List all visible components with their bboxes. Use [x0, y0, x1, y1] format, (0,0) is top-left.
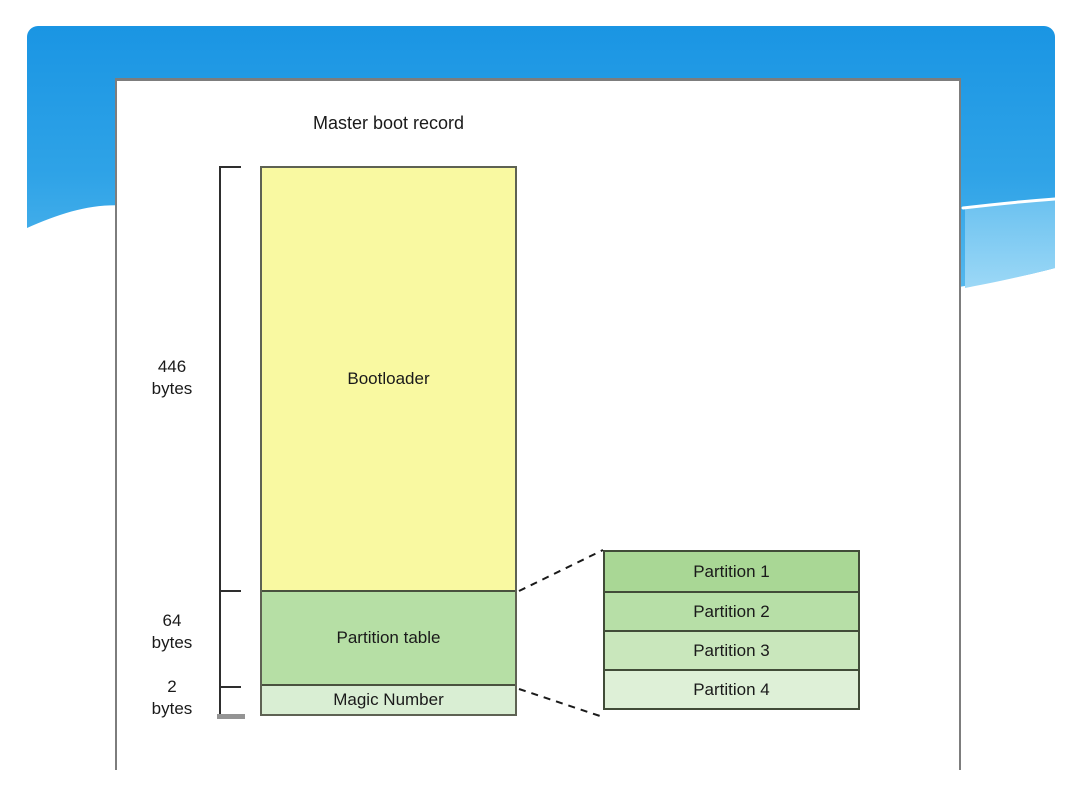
partition-row-label: Partition 3 [693, 640, 770, 660]
partition-row-label: Partition 2 [693, 601, 770, 621]
partition-table-detail: Partition 1 Partition 2 Partition 3 Part… [603, 550, 860, 710]
bracket-tick-magic-number [219, 686, 241, 688]
slide: Master boot record 446 bytes 64 bytes 2 … [27, 26, 1055, 810]
partition-row-label: Partition 4 [693, 679, 770, 699]
diagram-title: Master boot record [312, 113, 465, 133]
bracket-end-mark [217, 714, 245, 719]
segment-label: Bootloader [347, 369, 430, 388]
bracket-tick-top [219, 166, 241, 168]
size-label-bootloader: 446 bytes [122, 356, 222, 400]
header-light-wedge [965, 198, 1055, 288]
segment-magic-number: Magic Number [262, 684, 515, 714]
partition-row: Partition 4 [605, 669, 858, 708]
segment-label: Magic Number [333, 690, 444, 709]
partition-row: Partition 3 [605, 630, 858, 669]
partition-row-label: Partition 1 [693, 561, 770, 581]
size-unit: bytes [151, 633, 193, 652]
size-value: 446 [157, 357, 187, 376]
segment-bootloader: Bootloader [262, 168, 515, 590]
segment-partition-table: Partition table [262, 590, 515, 684]
bracket-tick-partition-table [219, 590, 241, 592]
partition-row: Partition 1 [605, 552, 858, 591]
header-white-arc-line [961, 197, 1055, 210]
size-unit: bytes [151, 699, 193, 718]
size-label-magic-number: 2 bytes [122, 676, 222, 720]
segment-label: Partition table [336, 628, 441, 647]
size-value: 64 [162, 611, 182, 630]
mbr-stack: Bootloader Partition table Magic Number [260, 166, 517, 716]
bracket-vertical-line [219, 167, 221, 718]
size-value: 2 [167, 677, 177, 696]
size-unit: bytes [151, 379, 193, 398]
size-label-partition-table: 64 bytes [122, 610, 222, 654]
partition-row: Partition 2 [605, 591, 858, 630]
